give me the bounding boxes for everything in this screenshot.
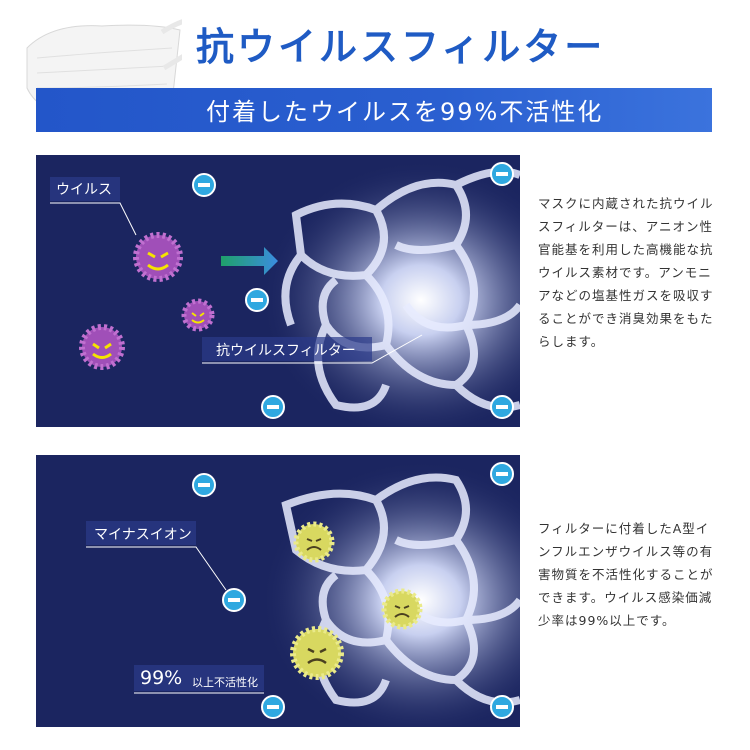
virus-label: ウイルス [56,182,112,198]
description-effect: フィルターに付着したA型インフルエンザウイルス等の有害物質を不活性化することがで… [538,521,714,628]
minus-ion-icon [261,395,285,419]
stat-suffix: 以上不活性化 [192,676,258,689]
minus-ion-icon [490,162,514,186]
stat-value: 99% [140,667,183,689]
illustration-panel-virus-capture: ウイルス 抗ウイルスフィルター [36,155,520,427]
minus-ion-icon [192,473,216,497]
virus-icon [181,298,215,332]
arrow-right-icon [221,247,278,275]
page-title: 抗ウイルスフィルター [196,25,606,69]
neutralized-virus-icon [293,521,335,563]
neutralized-virus-icon [381,588,423,630]
page-subtitle: 付着したウイルスを99%不活性化 [206,98,604,126]
ion-label: マイナスイオン [94,527,192,543]
subtitle-banner [36,88,712,132]
minus-ion-icon [490,395,514,419]
minus-ion-icon [490,695,514,719]
minus-ion-icon [222,588,246,612]
illustration-panel-neutralized: マイナスイオン 99% 以上不活性化 [36,455,520,727]
filter-mesh [281,473,520,707]
virus-icon [133,232,183,282]
minus-ion-icon [261,695,285,719]
minus-ion-icon [245,288,269,312]
virus-icon [79,324,125,370]
minus-ion-icon [192,173,216,197]
filter-label: 抗ウイルスフィルター [216,343,356,359]
neutralized-virus-icon [290,626,344,680]
description-filter: マスクに内蔵された抗ウイルスフィルターは、アニオン性官能基を利用した高機能な抗ウ… [538,196,714,349]
minus-ion-icon [490,462,514,486]
